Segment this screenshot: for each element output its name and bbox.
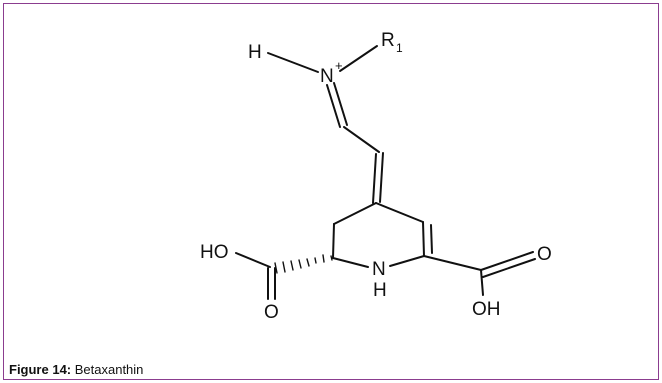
hashed-wedge bbox=[274, 254, 333, 274]
bond-c1-c2 bbox=[343, 126, 380, 153]
bond-ring-n-cb bbox=[389, 255, 425, 267]
atom-oh-right: OH bbox=[472, 299, 501, 320]
atom-n-top: N bbox=[320, 66, 334, 87]
atom-o-left: O bbox=[264, 302, 279, 323]
atom-ho-left: HO bbox=[200, 242, 229, 263]
bond-n-c1-b bbox=[333, 82, 348, 126]
bond-cooh-right-co-a bbox=[480, 251, 534, 271]
atom-o-right: O bbox=[537, 244, 552, 265]
atom-r-group: R bbox=[381, 30, 395, 51]
bond-ring-cb-ch-a bbox=[422, 221, 425, 257]
bond-ring-ca-n bbox=[332, 257, 369, 268]
bond-ring-c3-ch2 bbox=[333, 202, 377, 225]
betaxanthin-structure: H N + R 1 HO O N H O OH bbox=[200, 30, 552, 323]
bond-cooh-left-ho bbox=[235, 252, 271, 268]
atom-h-top: H bbox=[248, 42, 262, 63]
figure-frame: H N + R 1 HO O N H O OH Figure 14: Betax… bbox=[3, 3, 659, 380]
bond-n-r1 bbox=[339, 45, 378, 72]
atom-n-charge: + bbox=[335, 58, 343, 73]
bond-c2-c3-a bbox=[372, 153, 377, 204]
bond-cooh-right-oh bbox=[480, 269, 484, 296]
bond-n-c1-a bbox=[326, 84, 341, 128]
bond-ring-cb-ch-b bbox=[430, 224, 433, 254]
caption-text: Betaxanthin bbox=[71, 362, 144, 377]
atom-h-ring: H bbox=[373, 280, 387, 301]
bond-cb-cooh-right bbox=[423, 255, 482, 271]
atom-n-ring: N bbox=[372, 259, 386, 280]
figure-caption: Figure 14: Betaxanthin bbox=[9, 362, 143, 377]
atom-r-subscript: 1 bbox=[396, 41, 403, 55]
bond-ring-ch2-ca bbox=[332, 223, 335, 259]
caption-label: Figure 14: bbox=[9, 362, 72, 377]
bond-h-n bbox=[267, 52, 319, 73]
bond-c2-c3-b bbox=[379, 152, 384, 203]
bond-ring-ch-c3 bbox=[375, 202, 424, 223]
bond-cooh-right-co-b bbox=[482, 258, 536, 278]
